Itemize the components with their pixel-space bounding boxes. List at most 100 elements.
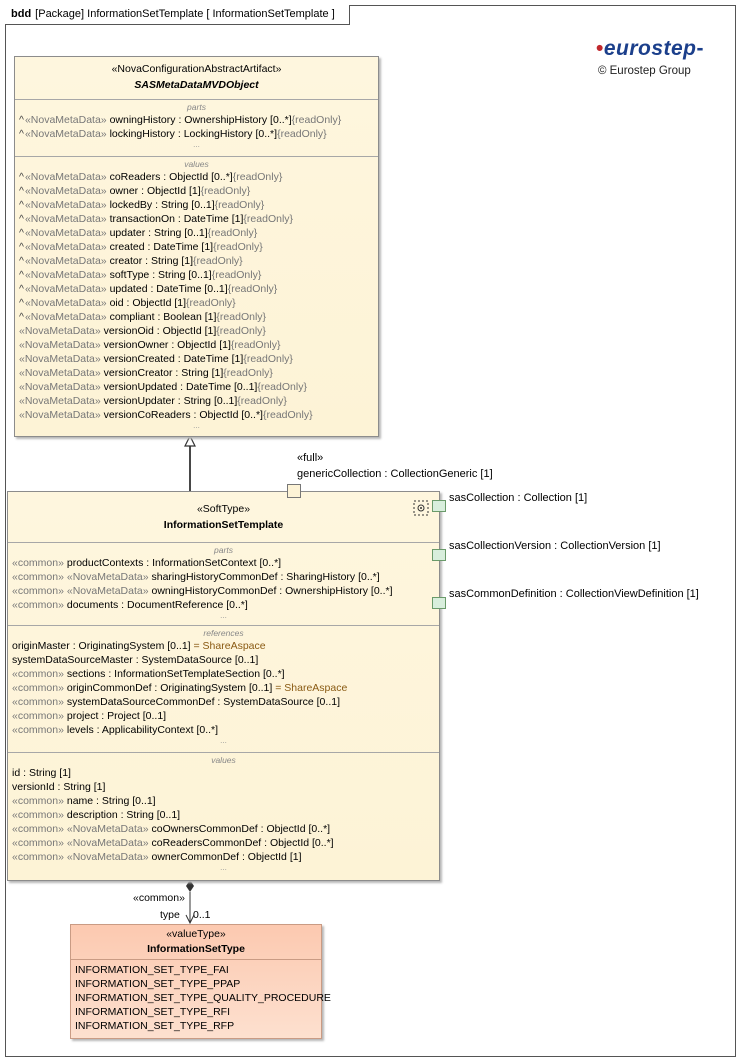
class-sas-metadata-mvd-object[interactable]: «NovaConfigurationAbstractArtifact» SASM…: [14, 56, 379, 437]
reference-property[interactable]: «common» project : Project [0..1]: [12, 709, 435, 723]
part-property[interactable]: «common» «NovaMetaData» owningHistoryCom…: [12, 584, 435, 598]
property-type: : DateTime [1]: [174, 213, 244, 225]
part-property[interactable]: «common» documents : DocumentReference […: [12, 598, 435, 612]
value-property[interactable]: «NovaMetaData» versionCoReaders : Object…: [19, 408, 374, 422]
compartment-title: values: [184, 159, 209, 169]
value-property[interactable]: id : String [1]: [12, 766, 435, 780]
property-name: originMaster: [12, 640, 70, 652]
association-arrow: [185, 914, 195, 925]
property-stereotype: «common» «NovaMetaData»: [12, 837, 149, 849]
parts-compartment: parts «common» productContexts : Informa…: [8, 542, 439, 625]
port-sas-collection[interactable]: [432, 500, 446, 512]
property-name: versionOid: [103, 325, 154, 337]
property-stereotype: «common» «NovaMetaData»: [12, 851, 149, 863]
property-stereotype: «common»: [12, 809, 64, 821]
value-property[interactable]: ^«NovaMetaData» coReaders : ObjectId [0.…: [19, 170, 374, 184]
property-modifier: {readOnly}: [186, 297, 236, 309]
property-type: : String [0..1]: [174, 395, 238, 407]
property-type: : ObjectId [1]: [239, 851, 302, 863]
value-property[interactable]: «NovaMetaData» versionCreated : DateTime…: [19, 352, 374, 366]
value-property[interactable]: ^«NovaMetaData» created : DateTime [1]{r…: [19, 240, 374, 254]
generalization-arrowhead: [184, 434, 196, 447]
value-property[interactable]: ^«NovaMetaData» updated : DateTime [0..1…: [19, 282, 374, 296]
property-stereotype: «NovaMetaData»: [24, 171, 107, 183]
property-name: versionUpdated: [103, 381, 178, 393]
part-property[interactable]: «common» productContexts : InformationSe…: [12, 556, 435, 570]
property-type: : DateTime [1]: [174, 353, 244, 365]
value-property[interactable]: «common» name : String [0..1]: [12, 794, 435, 808]
reference-property[interactable]: «common» levels : ApplicabilityContext […: [12, 723, 435, 737]
property-modifier: {readOnly}: [230, 339, 281, 351]
logo-copyright: © Eurostep Group: [597, 65, 691, 77]
property-modifier: {readOnly}: [223, 367, 273, 379]
property-stereotype: «common» «NovaMetaData»: [12, 823, 149, 835]
value-property[interactable]: ^«NovaMetaData» softType : String [0..1]…: [19, 268, 374, 282]
property-stereotype: «common» «NovaMetaData»: [12, 585, 149, 597]
value-property[interactable]: ^«NovaMetaData» lockedBy : String [0..1]…: [19, 198, 374, 212]
logo-text: eurostep: [603, 37, 697, 60]
property-type: : ObjectId [1]: [123, 297, 187, 309]
valuetype-information-set-type[interactable]: «valueType» InformationSetType INFORMATI…: [70, 924, 331, 1039]
value-property[interactable]: «NovaMetaData» versionOwner : ObjectId […: [19, 338, 374, 352]
value-property[interactable]: «common» «NovaMetaData» coOwnersCommonDe…: [12, 822, 435, 836]
part-property[interactable]: ^«NovaMetaData» owningHistory : Ownershi…: [19, 113, 374, 127]
stereotype-label: «SoftType»: [196, 503, 251, 515]
enumeration-literal[interactable]: INFORMATION_SET_TYPE_RFI: [75, 1006, 230, 1018]
value-property[interactable]: «NovaMetaData» versionOid : ObjectId [1]…: [19, 324, 374, 338]
diagram-header-tab: bdd[Package] InformationSetTemplate [ In…: [5, 5, 350, 25]
property-stereotype: «NovaMetaData»: [24, 241, 107, 253]
value-property[interactable]: versionId : String [1]: [12, 780, 435, 794]
compartment-title: parts: [214, 545, 233, 555]
value-property[interactable]: «NovaMetaData» versionCreator : String […: [19, 366, 374, 380]
enumeration-literal[interactable]: INFORMATION_SET_TYPE_QUALITY_PROCEDURE: [75, 992, 331, 1004]
property-name: versionCreator: [103, 367, 173, 379]
enumeration-literal[interactable]: INFORMATION_SET_TYPE_FAI: [75, 964, 229, 976]
value-property[interactable]: ^«NovaMetaData» oid : ObjectId [1]{readO…: [19, 296, 374, 310]
inherited-marker: ^: [19, 297, 24, 309]
value-property[interactable]: ^«NovaMetaData» updater : String [0..1]{…: [19, 226, 374, 240]
property-name: coReadersCommonDef: [151, 837, 262, 849]
value-property[interactable]: «common» «NovaMetaData» ownerCommonDef :…: [12, 850, 435, 864]
reference-property[interactable]: «common» originCommonDef : OriginatingSy…: [12, 681, 435, 695]
inherited-marker: ^: [19, 283, 24, 295]
property-type: : SystemDataSource [0..1]: [132, 654, 259, 666]
property-type: : OwnershipHistory [0..*]: [175, 114, 292, 126]
port-sas-common-definition[interactable]: [432, 597, 446, 609]
reference-property[interactable]: «common» systemDataSourceCommonDef : Sys…: [12, 695, 435, 709]
property-modifier: {readOnly}: [211, 269, 262, 281]
property-type: : OriginatingSystem [0..1]: [151, 682, 276, 694]
port-sas-collection-version-label: sasCollectionVersion : CollectionVersion…: [449, 540, 661, 552]
property-stereotype: «common»: [12, 710, 64, 722]
property-name: lockingHistory: [109, 128, 175, 140]
property-type: : ObjectId [1]: [153, 325, 217, 337]
enumeration-literal[interactable]: INFORMATION_SET_TYPE_RFP: [75, 1020, 235, 1032]
value-property[interactable]: «common» description : String [0..1]: [12, 808, 435, 822]
enumeration-literal[interactable]: INFORMATION_SET_TYPE_PPAP: [75, 978, 241, 990]
property-name: creator: [109, 255, 143, 267]
property-stereotype: «NovaMetaData»: [24, 297, 107, 309]
reference-property[interactable]: «common» sections : InformationSetTempla…: [12, 667, 435, 681]
port-generic-collection[interactable]: [287, 484, 301, 498]
property-stereotype: «common»: [12, 795, 64, 807]
value-property[interactable]: «NovaMetaData» versionUpdater : String […: [19, 394, 374, 408]
inherited-marker: ^: [19, 199, 24, 211]
property-name: name: [66, 795, 94, 807]
value-property[interactable]: ^«NovaMetaData» transactionOn : DateTime…: [19, 212, 374, 226]
property-type: : DocumentReference [0..*]: [118, 599, 248, 611]
inherited-marker: ^: [19, 269, 24, 281]
class-information-set-template[interactable]: «SoftType» InformationSetTemplate parts …: [7, 491, 440, 881]
reference-property[interactable]: systemDataSourceMaster : SystemDataSourc…: [12, 653, 435, 667]
port-sas-collection-version[interactable]: [432, 549, 446, 561]
value-property[interactable]: ^«NovaMetaData» compliant : Boolean [1]{…: [19, 310, 374, 324]
part-property[interactable]: «common» «NovaMetaData» sharingHistoryCo…: [12, 570, 435, 584]
value-property[interactable]: «NovaMetaData» versionUpdated : DateTime…: [19, 380, 374, 394]
value-property[interactable]: ^«NovaMetaData» owner : ObjectId [1]{rea…: [19, 184, 374, 198]
part-property[interactable]: ^«NovaMetaData» lockingHistory : Locking…: [19, 127, 374, 141]
reference-property[interactable]: originMaster : OriginatingSystem [0..1] …: [12, 639, 435, 653]
value-property[interactable]: «common» «NovaMetaData» coReadersCommonD…: [12, 836, 435, 850]
value-property[interactable]: ^«NovaMetaData» creator : String [1]{rea…: [19, 254, 374, 268]
property-stereotype: «NovaMetaData»: [19, 381, 101, 393]
property-type: : DateTime [1]: [144, 241, 214, 253]
property-type: : SharingHistory [0..*]: [277, 571, 380, 583]
